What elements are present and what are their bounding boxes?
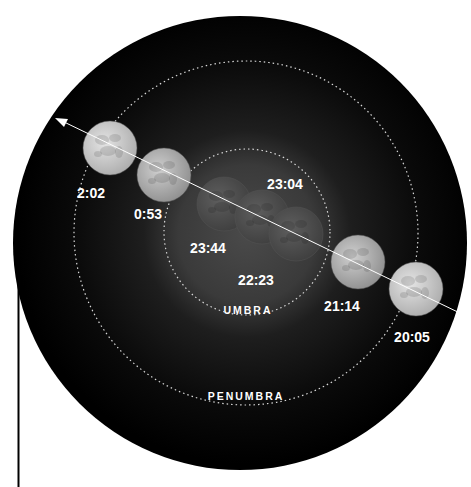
moon-path-line	[62, 121, 466, 316]
frame-line	[18, 258, 20, 487]
region-label: PENUMBRA	[208, 390, 285, 402]
time-label: 22:23	[238, 272, 274, 288]
region-label: UMBRA	[223, 304, 272, 316]
moon-disc	[83, 121, 137, 175]
shadow-disc	[13, 16, 467, 470]
time-label: 23:04	[267, 176, 303, 192]
penumbra-boundary	[74, 61, 418, 405]
moon-disc	[137, 148, 191, 202]
time-label: 20:05	[394, 329, 430, 345]
moon-disc	[331, 235, 385, 289]
time-label: 21:14	[324, 298, 360, 314]
path-arrowhead	[55, 118, 68, 127]
time-label: 0:53	[134, 206, 162, 222]
moon-disc	[389, 262, 443, 316]
shadow-gradient	[14, 17, 466, 469]
time-label: 23:44	[190, 240, 226, 256]
time-label: 2:02	[77, 185, 105, 201]
